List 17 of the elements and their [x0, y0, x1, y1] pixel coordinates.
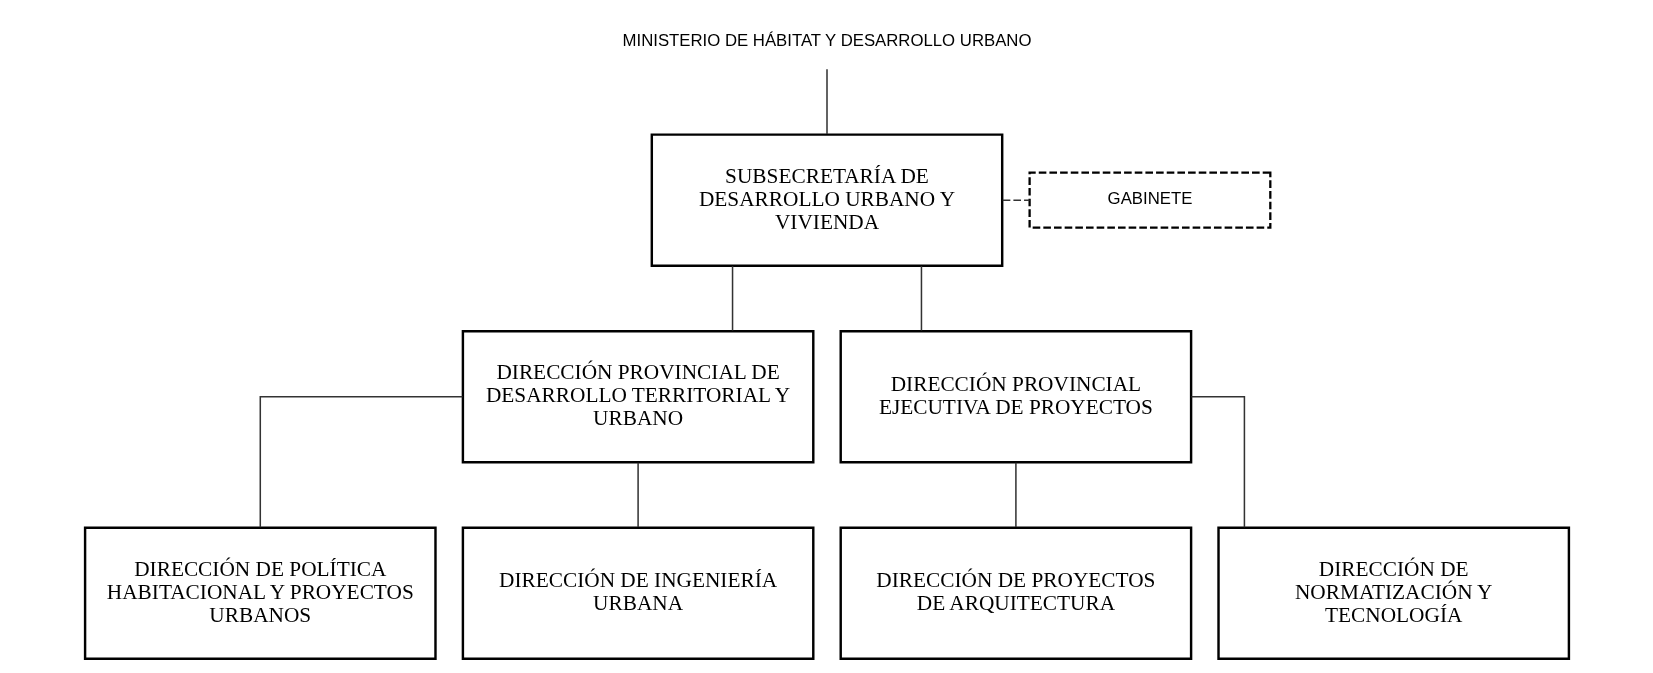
connector [636, 461, 639, 528]
node-box: DIRECCIÓN PROVINCIAL DE DESARROLLO TERRITORIAL Y URBANO [461, 329, 814, 464]
node-box: DIRECCIÓN DE NORMATIZACIÓN Y TECNOLOGÍA [1216, 526, 1570, 660]
node-text: MINISTERIO DE HÁBITAT Y DESARROLLO URBANO [622, 30, 1031, 50]
connector [731, 265, 733, 332]
connector [825, 68, 828, 135]
node-box: GABINETE [1027, 171, 1271, 229]
node-box: SUBSECRETARÍA DE DESARROLLO URBANO Y VIVIENDA [650, 133, 1003, 267]
connector [1001, 199, 1030, 201]
node-box: DIRECCIÓN DE POLÍTICA HABITACIONAL Y PROYECTOS URBANOS [83, 526, 437, 660]
node-box: DIRECCIÓN PROVINCIAL EJECUTIVA DE PROYECTOS [839, 329, 1192, 464]
connector [259, 395, 463, 528]
node-box: DIRECCIÓN DE PROYECTOS DE ARQUITECTURA [839, 526, 1192, 660]
connector [920, 265, 922, 332]
node-box: DIRECCIÓN DE INGENIERÍA URBANA [461, 526, 814, 660]
connector [1014, 461, 1017, 528]
connector [1190, 395, 1245, 528]
